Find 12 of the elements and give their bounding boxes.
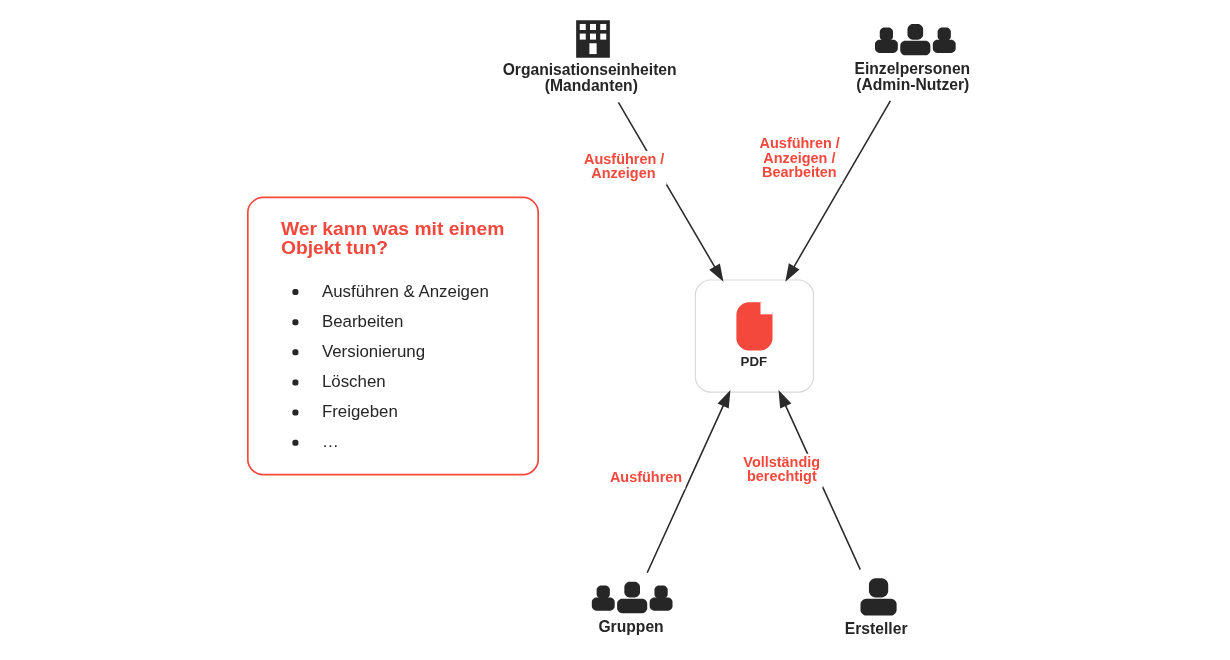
node-box: PDF [694, 279, 815, 393]
edge-label: Ausführen / Anzeigen / Bearbeiten [759, 135, 840, 181]
arrow [785, 100, 892, 282]
edge-label: Ausführen [609, 469, 683, 486]
node-label: Organisationseinheiten (Mandanten) [502, 61, 677, 94]
edge-label: Vollständig berechtigt [743, 453, 821, 484]
arrow [646, 390, 731, 574]
node-label: Einzelpersonen (Admin-Nutzer) [854, 59, 971, 93]
node-box: Wer kann was mit einem Objekt tun? Ausführen & Anzeigen Bearbeiten Versionierung Löschen Freigeben … [246, 196, 540, 476]
edge-label: Ausführen / Anzeigen [584, 150, 665, 182]
node-label: Ersteller [844, 620, 908, 638]
node-label: Gruppen [598, 617, 664, 635]
